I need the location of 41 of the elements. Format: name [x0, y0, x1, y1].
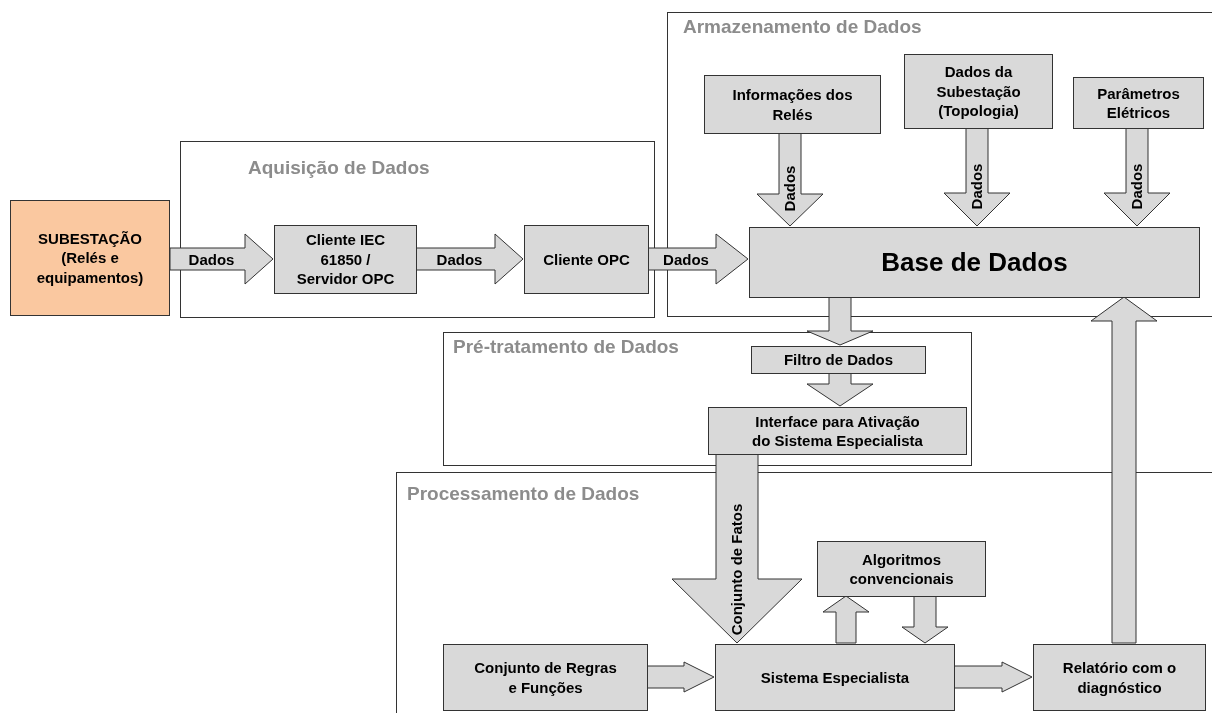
- substation-box: SUBESTAÇÃO (Relés e equipamentos): [10, 200, 170, 316]
- group-heading: Aquisição de Dados: [248, 157, 430, 179]
- block-arrow: [806, 372, 874, 407]
- process-box: Informações dos Relés: [704, 75, 881, 134]
- process-box: Interface para Ativação do Sistema Especialista: [708, 407, 967, 455]
- block-arrow: [806, 296, 874, 346]
- process-box: Sistema Especialista: [715, 644, 955, 711]
- edge-label: Dados: [782, 165, 798, 212]
- block-arrow: [953, 661, 1033, 693]
- process-box: Base de Dados: [749, 227, 1200, 298]
- process-box: Filtro de Dados: [751, 346, 926, 374]
- edge-label: Conjunto de Fatos: [729, 503, 745, 635]
- process-box: Dados da Subestação (Topologia): [904, 54, 1053, 129]
- process-box: Conjunto de Regras e Funções: [443, 644, 648, 711]
- process-box: Cliente IEC 61850 / Servidor OPC: [274, 225, 417, 294]
- group-heading: Armazenamento de Dados: [683, 16, 922, 38]
- block-arrow: [943, 127, 1011, 227]
- block-arrow: [415, 233, 524, 285]
- block-arrow: [1103, 127, 1171, 227]
- block-arrow: [647, 233, 749, 285]
- block-arrow: [756, 132, 824, 227]
- block-arrow: [822, 595, 870, 644]
- edge-label: Dados: [663, 251, 709, 267]
- block-arrow: [901, 595, 949, 644]
- group-heading: Processamento de Dados: [407, 483, 640, 505]
- group-heading: Pré-tratamento de Dados: [453, 336, 679, 358]
- block-arrow: [1090, 296, 1158, 644]
- group-frame: [180, 141, 655, 318]
- group-frame: [396, 472, 1212, 713]
- group-frame: [443, 332, 972, 466]
- edge-label: Dados: [1129, 163, 1145, 210]
- process-box: Relatório com o diagnóstico: [1033, 644, 1206, 711]
- block-arrow: [169, 233, 274, 285]
- block-arrow: [646, 661, 715, 693]
- block-arrow: [671, 453, 803, 644]
- edge-label: Dados: [969, 163, 985, 210]
- process-box: Algoritmos convencionais: [817, 541, 986, 597]
- edge-label: Dados: [436, 251, 483, 267]
- process-box: Cliente OPC: [524, 225, 649, 294]
- edge-label: Dados: [188, 251, 235, 267]
- process-box: Parâmetros Elétricos: [1073, 77, 1204, 129]
